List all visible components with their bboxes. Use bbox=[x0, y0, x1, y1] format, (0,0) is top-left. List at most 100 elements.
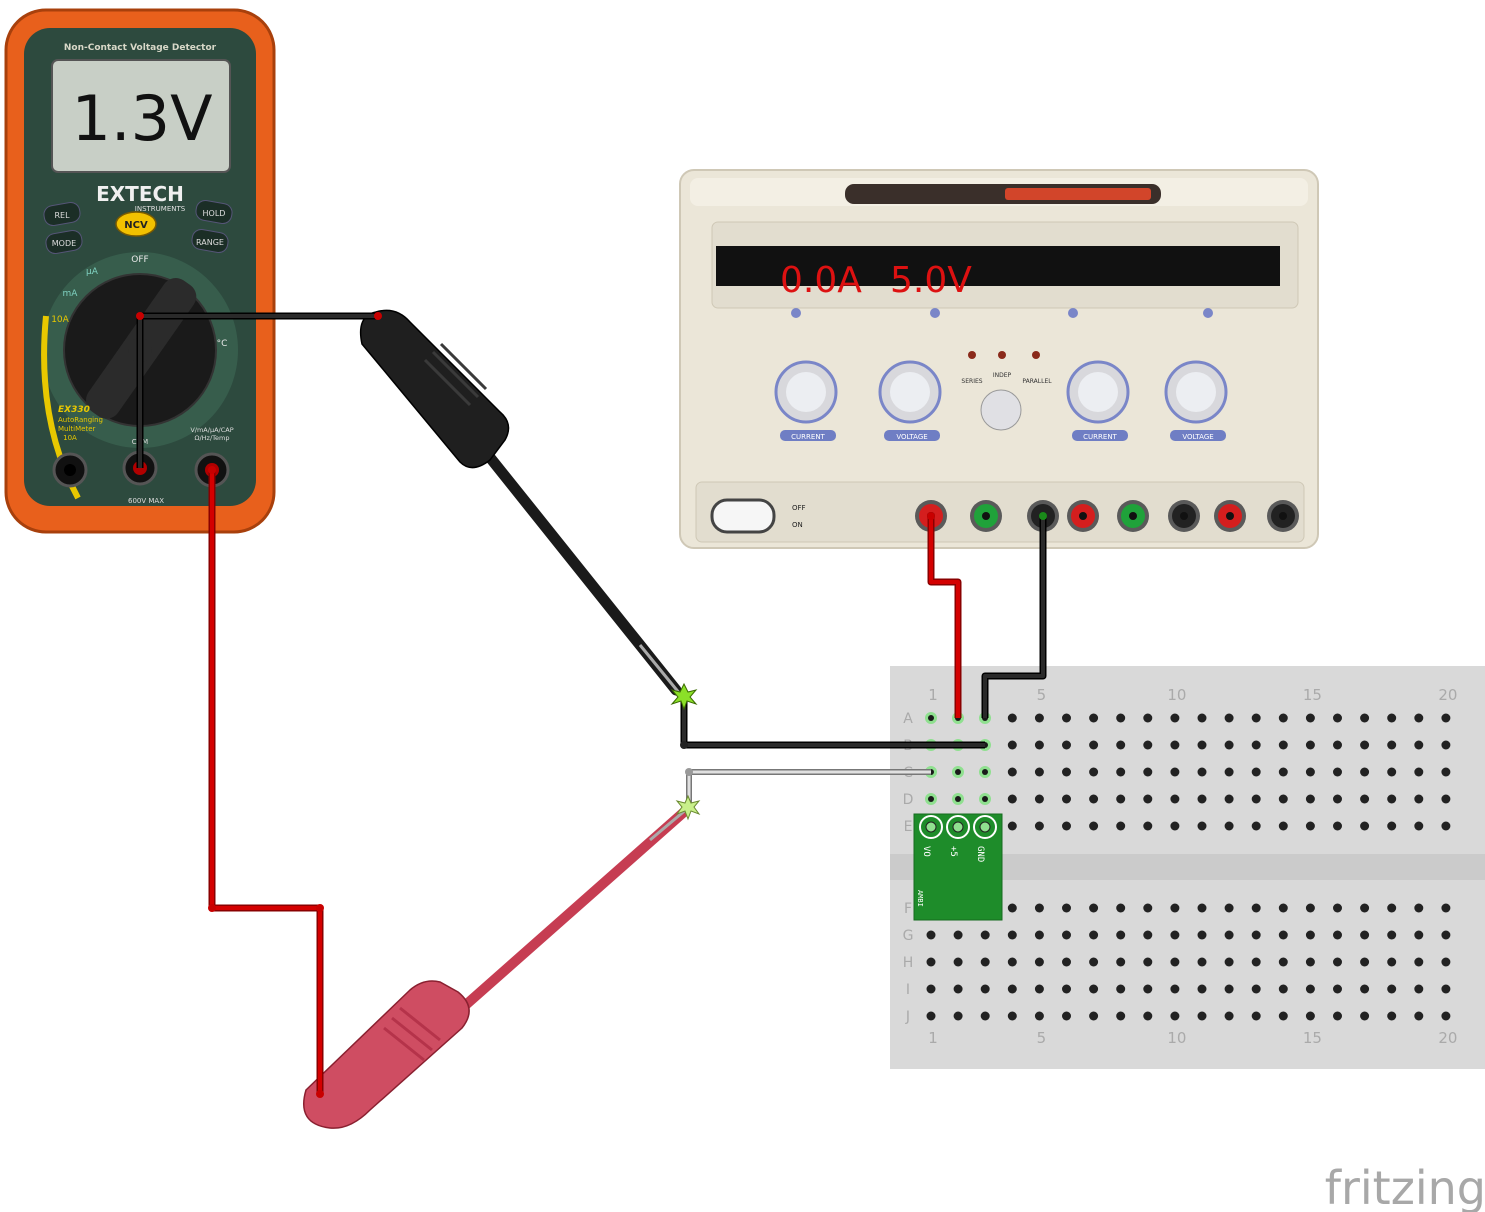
voltage-knob-2[interactable]: VOLTAGE bbox=[1164, 360, 1228, 441]
breadboard-hole[interactable] bbox=[1333, 713, 1342, 723]
multimeter-10a-jack[interactable] bbox=[52, 452, 88, 488]
breadboard-hole[interactable] bbox=[1197, 713, 1207, 723]
breadboard-hole[interactable] bbox=[1278, 713, 1288, 723]
breadboard-hole[interactable] bbox=[1170, 740, 1180, 750]
breadboard-hole[interactable] bbox=[1251, 740, 1261, 750]
breadboard-hole[interactable] bbox=[1360, 984, 1370, 994]
breadboard-hole[interactable] bbox=[1224, 984, 1234, 994]
breadboard-hole[interactable] bbox=[1089, 767, 1099, 777]
breadboard-hole[interactable] bbox=[1143, 930, 1153, 940]
breadboard-hole[interactable] bbox=[1062, 740, 1071, 750]
terminal-green-2[interactable] bbox=[970, 500, 1002, 532]
breadboard-hole[interactable] bbox=[1062, 1011, 1071, 1021]
breadboard-hole[interactable] bbox=[1305, 821, 1315, 831]
breadboard-hole[interactable] bbox=[1089, 794, 1099, 804]
breadboard-hole[interactable] bbox=[1360, 713, 1370, 723]
breadboard-hole[interactable] bbox=[1414, 821, 1424, 831]
breadboard-hole[interactable] bbox=[1143, 957, 1153, 967]
breadboard-hole[interactable] bbox=[1441, 713, 1451, 723]
breadboard-hole[interactable] bbox=[1034, 767, 1044, 777]
breadboard-hole[interactable] bbox=[1305, 984, 1315, 994]
breadboard-hole[interactable] bbox=[1360, 903, 1370, 913]
breadboard-hole[interactable] bbox=[1305, 903, 1315, 913]
breadboard-hole[interactable] bbox=[1251, 1011, 1261, 1021]
breadboard-hole[interactable] bbox=[1007, 767, 1017, 777]
breadboard-hole[interactable] bbox=[1197, 740, 1207, 750]
breadboard-hole[interactable] bbox=[1333, 1011, 1342, 1021]
breadboard-hole[interactable] bbox=[1333, 794, 1342, 804]
breadboard-hole[interactable] bbox=[1414, 1011, 1424, 1021]
breadboard-hole[interactable] bbox=[1116, 713, 1126, 723]
current-knob-1[interactable]: CURRENT bbox=[774, 360, 838, 441]
breadboard-hole[interactable] bbox=[1007, 930, 1017, 940]
breadboard-hole[interactable] bbox=[1441, 984, 1451, 994]
breadboard-hole[interactable] bbox=[1360, 821, 1370, 831]
breadboard-hole[interactable] bbox=[1387, 740, 1397, 750]
breadboard-hole[interactable] bbox=[1143, 713, 1153, 723]
breadboard-hole[interactable] bbox=[1034, 984, 1044, 994]
breadboard-hole[interactable] bbox=[1251, 903, 1261, 913]
breadboard-hole[interactable] bbox=[1034, 903, 1044, 913]
breadboard-hole[interactable] bbox=[1116, 794, 1126, 804]
breadboard-hole[interactable] bbox=[1197, 794, 1207, 804]
breadboard-hole[interactable] bbox=[1034, 1011, 1044, 1021]
breadboard-hole[interactable] bbox=[1278, 1011, 1288, 1021]
breadboard-hole[interactable] bbox=[1062, 794, 1071, 804]
breadboard-hole[interactable] bbox=[1414, 984, 1424, 994]
breadboard-hole[interactable] bbox=[1007, 984, 1017, 994]
breadboard-hole[interactable] bbox=[1387, 903, 1397, 913]
breadboard-hole[interactable] bbox=[1278, 740, 1288, 750]
breadboard-hole[interactable] bbox=[1360, 794, 1370, 804]
breadboard-hole[interactable] bbox=[1224, 794, 1234, 804]
breadboard-hole[interactable] bbox=[1305, 713, 1315, 723]
breadboard-hole[interactable] bbox=[1170, 821, 1180, 831]
power-switch[interactable]: OFF ON bbox=[710, 498, 806, 534]
meter-v-lead[interactable] bbox=[208, 470, 324, 1094]
breadboard-hole[interactable] bbox=[1224, 821, 1234, 831]
breadboard-hole[interactable] bbox=[1007, 794, 1017, 804]
breadboard-hole[interactable] bbox=[1251, 794, 1261, 804]
breadboard-hole[interactable] bbox=[980, 930, 990, 940]
breadboard-hole[interactable] bbox=[1414, 767, 1424, 777]
breadboard-hole[interactable] bbox=[1305, 930, 1315, 940]
breadboard-hole[interactable] bbox=[1414, 957, 1424, 967]
breadboard-hole[interactable] bbox=[1278, 794, 1288, 804]
breadboard-hole[interactable] bbox=[1062, 713, 1071, 723]
breadboard-hole[interactable] bbox=[1197, 821, 1207, 831]
breadboard-hole[interactable] bbox=[1116, 821, 1126, 831]
breadboard-hole[interactable] bbox=[953, 957, 963, 967]
breadboard-hole[interactable] bbox=[1143, 767, 1153, 777]
voltage-knob-1[interactable]: VOLTAGE bbox=[878, 360, 942, 441]
breadboard-hole[interactable] bbox=[1441, 903, 1451, 913]
breadboard-hole[interactable] bbox=[1143, 984, 1153, 994]
breadboard-hole[interactable] bbox=[1387, 713, 1397, 723]
breadboard-hole[interactable] bbox=[1224, 767, 1234, 777]
breadboard-hole[interactable] bbox=[1007, 740, 1017, 750]
breadboard-hole[interactable] bbox=[1116, 1011, 1126, 1021]
breadboard-hole[interactable] bbox=[1062, 767, 1071, 777]
breadboard-hole[interactable] bbox=[953, 1011, 963, 1021]
breadboard-hole[interactable] bbox=[1333, 984, 1342, 994]
breadboard-hole[interactable] bbox=[1007, 957, 1017, 967]
breadboard-hole[interactable] bbox=[1116, 903, 1126, 913]
breadboard-hole[interactable] bbox=[1251, 713, 1261, 723]
breadboard-hole[interactable] bbox=[1116, 740, 1126, 750]
breadboard-hole[interactable] bbox=[1170, 767, 1180, 777]
breadboard-hole[interactable] bbox=[1197, 984, 1207, 994]
breadboard-hole[interactable] bbox=[1251, 957, 1261, 967]
breadboard-hole[interactable] bbox=[1224, 740, 1234, 750]
breadboard-hole[interactable] bbox=[1278, 767, 1288, 777]
breadboard-hole[interactable] bbox=[1387, 821, 1397, 831]
breadboard-hole[interactable] bbox=[1143, 794, 1153, 804]
breadboard-hole[interactable] bbox=[1251, 984, 1261, 994]
breadboard-hole[interactable] bbox=[953, 930, 963, 940]
black-probe[interactable] bbox=[359, 309, 682, 696]
breadboard-hole[interactable] bbox=[1116, 957, 1126, 967]
breadboard-hole[interactable] bbox=[1441, 740, 1451, 750]
breadboard-hole[interactable] bbox=[1170, 984, 1180, 994]
breadboard-hole[interactable] bbox=[1089, 903, 1099, 913]
breadboard-hole[interactable] bbox=[1224, 1011, 1234, 1021]
breadboard-hole[interactable] bbox=[1197, 957, 1207, 967]
breadboard-hole[interactable] bbox=[1387, 1011, 1397, 1021]
breadboard-hole[interactable] bbox=[1034, 821, 1044, 831]
